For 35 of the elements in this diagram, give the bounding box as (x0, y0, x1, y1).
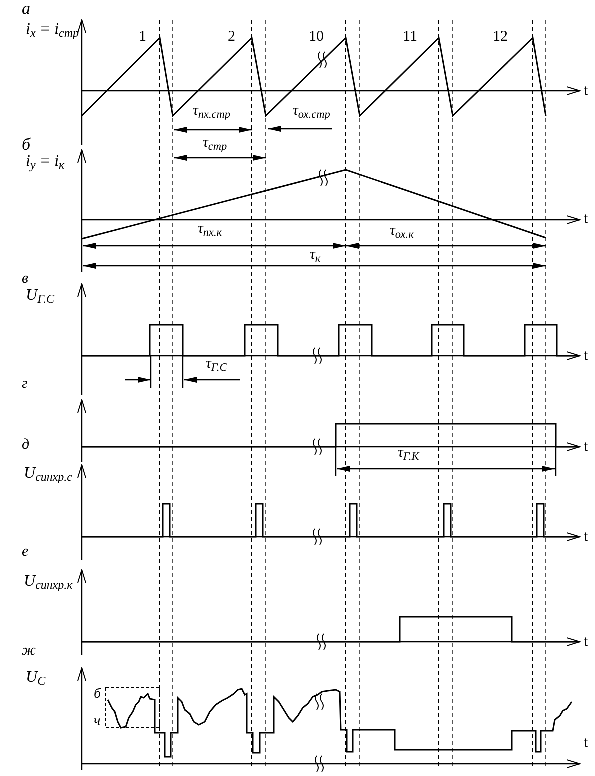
axis-label: 1 (139, 30, 146, 45)
axis-label: 12 (493, 30, 508, 45)
axis-label: τ$_{стр}$ (203, 136, 228, 151)
axis-label: U$_{Г.С}$ (26, 288, 54, 304)
axis-label: τ$_{пх.к}$ (198, 222, 222, 237)
axis-label: i$_{x}$ = i$_{стр}$ (26, 22, 80, 38)
axis-label: t (584, 530, 588, 545)
axis-label: ч (94, 715, 101, 729)
axis-label: а (22, 0, 30, 17)
axis-label: t (584, 349, 588, 364)
axis-label: ж (22, 644, 36, 659)
axis-label: U$_{синхр.с}$ (24, 466, 72, 482)
axis-label: 10 (309, 30, 324, 45)
axis-label: б (22, 136, 31, 153)
axis-label: U$_{синхр.к}$ (24, 574, 73, 590)
axis-label: б (94, 688, 102, 702)
axis-label: τ$_{Г.К}$ (398, 446, 420, 461)
axis-label: t (584, 440, 588, 455)
axis-label: д (22, 438, 30, 453)
axis-label: i$_{y}$ = i$_{к}$ (26, 154, 65, 170)
axis-label: τ$_{ох.стр}$ (293, 104, 330, 119)
axis-label: е (22, 545, 29, 560)
axis-label: τ$_{Г.С}$ (206, 357, 228, 372)
axis-label: t (584, 736, 588, 751)
axis-label: τ$_{пх.стр}$ (193, 104, 231, 119)
axis-label: τ$_{ох.к}$ (390, 224, 414, 239)
axis-label: t (584, 212, 588, 227)
axis-label: t (584, 635, 588, 650)
axis-label: 2 (228, 30, 236, 45)
axis-label: τ$_{к}$ (310, 248, 321, 263)
axis-label: г (22, 377, 28, 392)
axis-label: в (22, 272, 29, 287)
axis-label: t (584, 84, 588, 99)
axis-label: U$_{С}$ (26, 670, 46, 686)
axis-label: 11 (403, 30, 418, 45)
